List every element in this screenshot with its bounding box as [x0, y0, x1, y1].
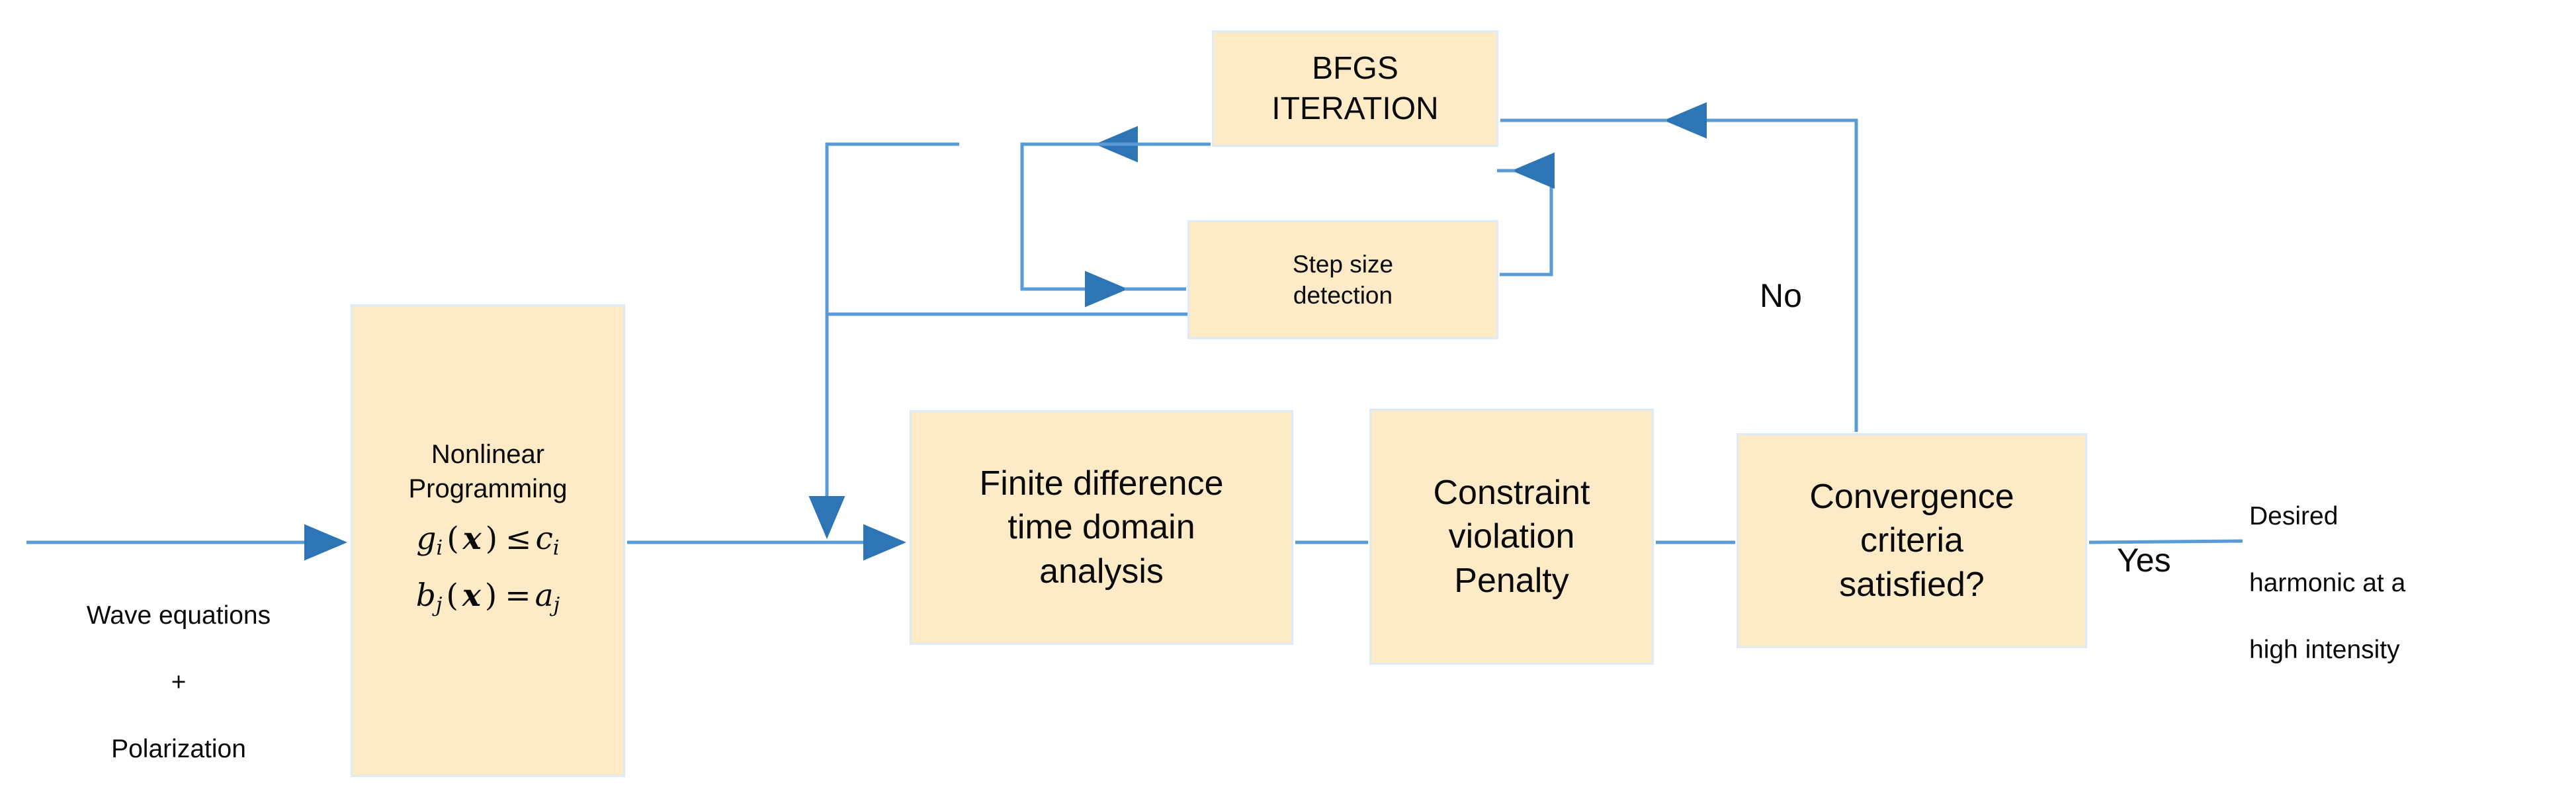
- node-constraint-violation-penalty[interactable]: Constraint violation Penalty: [1369, 409, 1654, 665]
- node-step-size-detection[interactable]: Step size detection: [1187, 220, 1498, 339]
- fdtd-line-1: Finite difference: [979, 464, 1224, 503]
- output-label: Desired harmonic at a high intensity: [2249, 466, 2560, 701]
- nonlinear-programming-title: Nonlinear Programming: [353, 437, 623, 506]
- connector-bfgs-to-step-path: [1020, 142, 1211, 308]
- node-convergence-criteria[interactable]: Convergence criteria satisfied?: [1737, 433, 2087, 648]
- output-line-2: harmonic at a: [2249, 569, 2406, 598]
- label-no: No: [1760, 277, 1802, 314]
- cvp-line-3: Penalty: [1454, 561, 1569, 600]
- nlp-title-line-2: Programming: [408, 474, 568, 503]
- input-label: Wave equations + Polarization density eq…: [20, 566, 337, 797]
- equation-inequality-constraint: gi(x)≤ci: [416, 521, 560, 560]
- nlp-title-line-1: Nonlinear: [431, 439, 545, 469]
- fdtd-line-2: time domain: [1008, 508, 1195, 547]
- bfgs-line-2: ITERATION: [1271, 91, 1439, 126]
- convergence-line-2: criteria: [1860, 521, 1964, 560]
- bfgs-line-1: BFGS: [1312, 50, 1398, 86]
- step-size-line-1: Step size: [1292, 250, 1394, 278]
- label-yes: Yes: [2117, 542, 2171, 579]
- output-line-3: high intensity: [2249, 636, 2400, 665]
- connector-outer-loop-top: [825, 142, 1189, 316]
- node-fdtd-analysis[interactable]: Finite difference time domain analysis: [910, 410, 1293, 645]
- equation-equality-constraint: bj(x)=aj: [415, 577, 560, 618]
- cvp-line-1: Constraint: [1433, 473, 1590, 512]
- input-line-3: Polarization: [111, 735, 246, 764]
- convergence-line-1: Convergence: [1809, 477, 2014, 516]
- input-line-1: Wave equations: [86, 601, 271, 630]
- connector-step-to-bfgs: [1500, 152, 1555, 276]
- fdtd-line-3: analysis: [1039, 552, 1164, 591]
- cvp-line-2: violation: [1448, 517, 1575, 556]
- nonlinear-programming-equations: gi(x)≤ci bj(x)=aj: [353, 505, 623, 634]
- convergence-line-3: satisfied?: [1839, 565, 1985, 604]
- step-size-line-2: detection: [1293, 282, 1393, 309]
- node-bfgs-iteration[interactable]: BFGS ITERATION: [1212, 30, 1498, 147]
- node-nonlinear-programming[interactable]: Nonlinear Programming gi(x)≤ci bj(x)=aj: [351, 304, 625, 777]
- input-line-2: +: [171, 668, 187, 697]
- output-line-1: Desired: [2249, 501, 2339, 530]
